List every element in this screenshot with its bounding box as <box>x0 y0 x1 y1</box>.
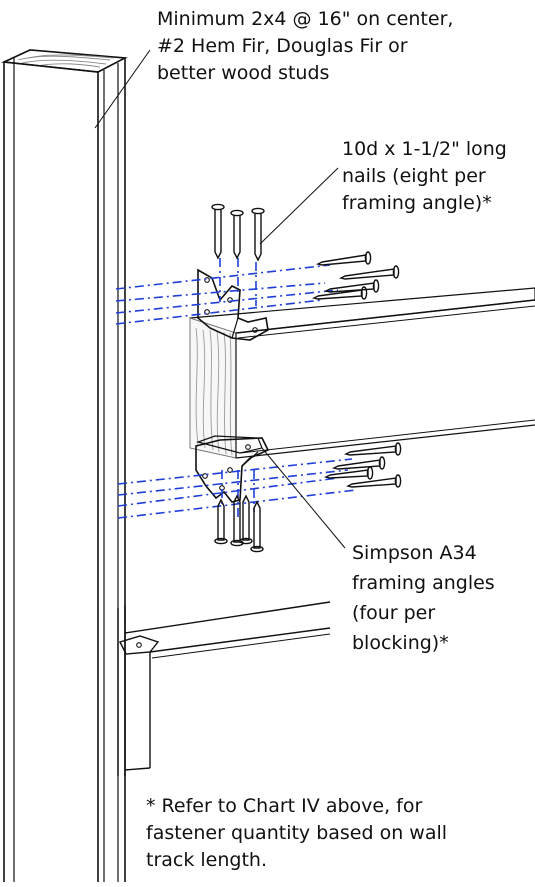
horizontal-nails-lower <box>323 442 402 488</box>
horizontal-nails-upper <box>311 251 400 300</box>
angles-label-line-3: (four per <box>352 602 436 624</box>
wood-blocking <box>189 317 237 459</box>
leader-nails <box>259 167 339 245</box>
studs-label: Minimum 2x4 @ 16" on center, #2 Hem Fir,… <box>157 6 453 87</box>
angles-label-line-2: framing angles <box>352 572 495 594</box>
footnote: * Refer to Chart IV above, for fastener … <box>146 793 447 874</box>
lower-blocking-bottom <box>195 419 535 459</box>
angles-label-line-1: Simpson A34 <box>352 542 477 564</box>
angles-label: Simpson A34 framing angles (four per blo… <box>352 538 495 658</box>
footnote-line-1: * Refer to Chart IV above, for <box>146 795 423 817</box>
wood-stud <box>1 49 128 882</box>
nails-label-line-1: 10d x 1-1/2" long <box>342 138 507 160</box>
lower-framing-angle <box>195 437 270 503</box>
vertical-nails-upper <box>211 203 265 262</box>
nails-label: 10d x 1-1/2" long nails (eight per frami… <box>342 136 507 217</box>
nails-label-line-2: nails (eight per <box>342 165 486 187</box>
nail-centerlines <box>115 258 357 519</box>
footnote-line-3: track length. <box>146 849 267 871</box>
footnote-line-2: fastener quantity based on wall <box>146 822 448 844</box>
nails-label-line-3: framing angle)* <box>342 192 492 214</box>
wall-track <box>117 601 331 776</box>
studs-label-line-3: better wood studs <box>157 62 330 84</box>
leader-angles <box>261 447 346 549</box>
studs-label-line-2: #2 Hem Fir, Douglas Fir or <box>157 35 408 57</box>
studs-label-line-1: Minimum 2x4 @ 16" on center, <box>157 8 454 30</box>
vertical-nails-lower <box>214 494 264 553</box>
angles-label-line-4: blocking)* <box>352 632 449 654</box>
leader-studs <box>94 49 151 129</box>
upper-framing-angle <box>197 268 269 341</box>
